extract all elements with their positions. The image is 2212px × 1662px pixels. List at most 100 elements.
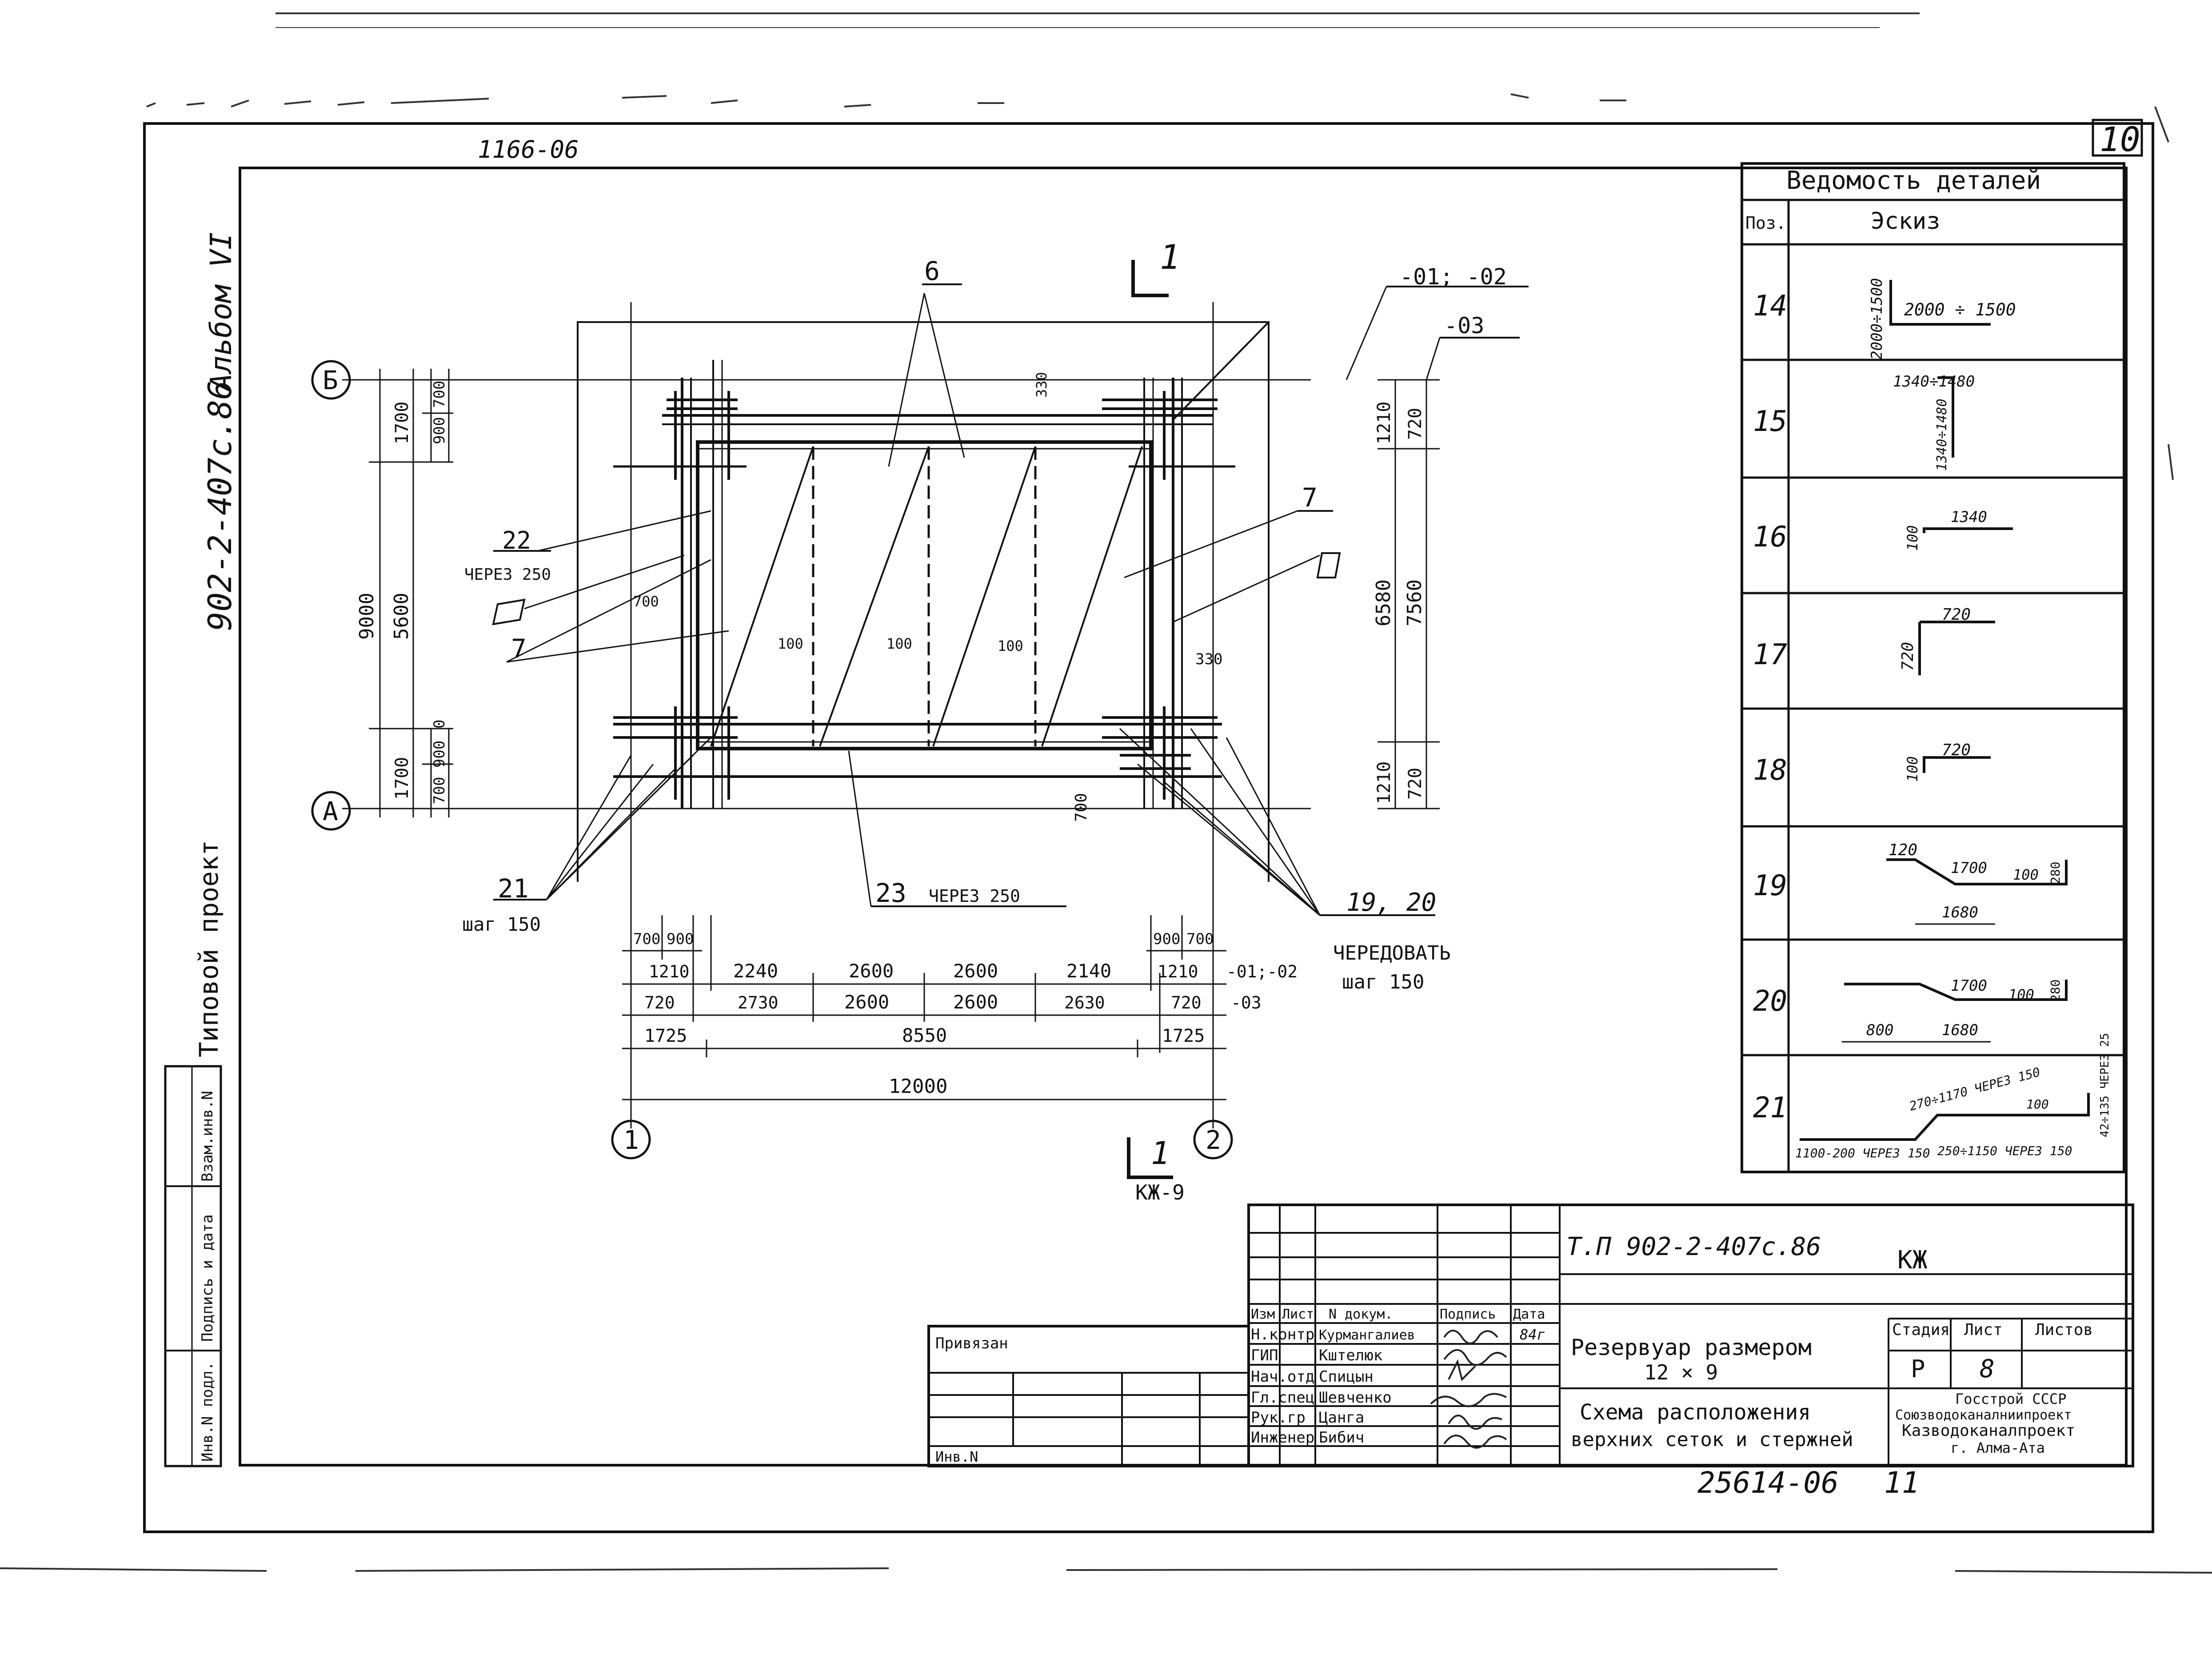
sketch15-b: 1340÷1480 (1893, 373, 1975, 391)
pos-21-note: шаг 150 (462, 913, 541, 935)
dim-700-left: 700 (633, 593, 659, 610)
pos-23: 23 (875, 878, 906, 908)
tb-stage-hdr: Стадия (1892, 1321, 1950, 1339)
dim-b3-1: 1725 (644, 1026, 687, 1046)
tb-hdr-doc: N докум. (1329, 1307, 1393, 1322)
detail-pos-15: 15 (1753, 405, 1787, 438)
axis-b-bubble (311, 360, 351, 400)
axis-a-bubble (311, 791, 351, 831)
tb-name-3: Шевченко (1319, 1389, 1392, 1407)
detail-pos-16: 16 (1753, 521, 1787, 554)
slab-diagonal (1172, 321, 1270, 421)
dim-b3-3: 1725 (1162, 1026, 1205, 1046)
dim-330-mid: 330 (1195, 650, 1222, 668)
sketch19-b: 1700 (1951, 859, 1987, 877)
dim-b3-2: 8550 (902, 1024, 947, 1046)
section-label-bottom: 1 (1151, 1135, 1170, 1172)
dim-left-bot-a: 0 (431, 720, 448, 729)
sketch21-a: 270÷1170 ЧЕРЕЗ 150 (1908, 1064, 2042, 1113)
dim-right-outer-total: 7560 (1403, 579, 1426, 626)
left-dimension-lines (369, 369, 453, 817)
slab-outline (577, 321, 1270, 882)
pos-19-20-note1: ЧЕРЕДОВАТЬ (1333, 942, 1451, 965)
detail-pos-14: 14 (1753, 290, 1787, 323)
details-col-pos: Поз. (1745, 213, 1786, 233)
variant-top-2: -03 (1444, 313, 1484, 339)
detail-pos-20: 20 (1753, 985, 1787, 1018)
sketch20-d: 280 (2048, 979, 2063, 1002)
dim-100-1: 100 (778, 635, 803, 652)
tb-role-5: Инженер (1251, 1429, 1314, 1447)
scan-noise (0, 12, 2212, 1574)
dim-b4-total: 12000 (889, 1075, 947, 1098)
detail-pos-18: 18 (1753, 754, 1787, 787)
tb-inv: Инв.N (935, 1448, 978, 1465)
sketch19-c: 100 (2013, 866, 2039, 883)
tb-name-4: Цанга (1319, 1409, 1364, 1427)
details-col-sketch: Эскиз (1871, 208, 1940, 235)
sketch14-a: 2000÷1500 (1868, 278, 1886, 360)
right-dimension-lines (1378, 379, 1440, 809)
top-code: 1166-06 (478, 136, 579, 163)
dim-100-3: 100 (998, 638, 1023, 654)
axis-2-label: 2 (1206, 1125, 1221, 1155)
tb-name-1: Кштелюк (1319, 1347, 1382, 1364)
dim-b2-2: 2730 (738, 993, 779, 1012)
dim-b1-5: 2140 (1066, 960, 1111, 982)
tb-title1b: 12 × 9 (1644, 1360, 1718, 1384)
dim-b0-3: 900 (1153, 930, 1180, 948)
sketch20-c: 100 (2008, 986, 2034, 1003)
sketch20-a: 800 (1866, 1021, 1893, 1039)
sketch21-d: 1100-200 ЧЕРЕЗ 150 (1795, 1146, 1930, 1160)
pos-22-note: ЧЕРЕЗ 250 (464, 566, 551, 584)
dim-right-top-inner: 1210 (1374, 402, 1394, 444)
sketch18-a: 100 (1904, 756, 1921, 782)
tb-title1a: Резервуар размером (1571, 1335, 1812, 1360)
dim-b2-4: 2600 (953, 991, 998, 1013)
dim-100-2: 100 (886, 635, 912, 652)
sketch19-d: 280 (2048, 861, 2063, 884)
bottom-dimension-lines (622, 915, 1226, 1111)
pos-22: 22 (502, 526, 531, 554)
sketch18-b: 720 (1942, 741, 1971, 759)
dim-right-inner-total: 6580 (1372, 579, 1395, 626)
tb-sheets-hdr: Листов (2035, 1321, 2093, 1339)
dim-left-top-c: 900 700 (431, 381, 448, 444)
dim-left-mid: 5600 (390, 593, 413, 640)
inner-frame (239, 167, 2128, 1467)
vertical-series: Типовой проект (194, 840, 224, 1057)
tb-stage: Р (1911, 1355, 1925, 1383)
variant-row-1: -01;-02 (1226, 962, 1298, 981)
tb-privyazan: Привязан (935, 1335, 1008, 1352)
variant-top-1: -01; -02 (1400, 264, 1507, 290)
dim-b0-2: 900 (667, 930, 694, 948)
dim-b0-1: 700 (633, 930, 660, 948)
sketch17-a: 720 (1899, 642, 1917, 671)
sheet-number-box (2092, 119, 2143, 157)
details-title: Ведомость деталей (1786, 166, 2041, 195)
dim-700-bottom: 700 (1072, 793, 1090, 822)
axis-b-label: Б (323, 365, 338, 395)
dim-b2-6: 720 (1171, 993, 1202, 1012)
tb-hdr-date: Дата (1513, 1307, 1545, 1322)
tb-mark: КЖ (1897, 1246, 1928, 1275)
pos-7-left: 7 (511, 634, 527, 664)
tb-role-0: Н.контр (1251, 1326, 1314, 1343)
tb-org4: г. Алма-Ата (1951, 1439, 2045, 1456)
sketch21-c: 42÷135 ЧЕРЕЗ 25 (2098, 1033, 2112, 1137)
sketch14-b: 2000 ÷ 1500 (1904, 300, 2016, 319)
dim-b1-2: 2240 (733, 960, 778, 982)
detail-pos-21: 21 (1753, 1092, 1787, 1124)
bottom-number: 25614-06 (1697, 1466, 1839, 1500)
bottom-page: 11 (1884, 1466, 1919, 1500)
tb-role-2: Нач.отд (1251, 1368, 1314, 1386)
tb-title2a: Схема расположения (1580, 1400, 1811, 1425)
tb-title2b: верхних сеток и стержней (1571, 1428, 1853, 1451)
sketch16-b: 1340 (1951, 508, 1987, 526)
tb-org3: Казводоканалпроект (1902, 1422, 2075, 1440)
title-block: Т.П 902-2-407с.86 КЖ Изм Лист N докум. П… (927, 1204, 2134, 1467)
axis-a-label: А (323, 796, 338, 826)
variant-row-2: -03 (1231, 993, 1262, 1012)
vertical-project-code: 902-2-407с.86 (201, 380, 239, 631)
